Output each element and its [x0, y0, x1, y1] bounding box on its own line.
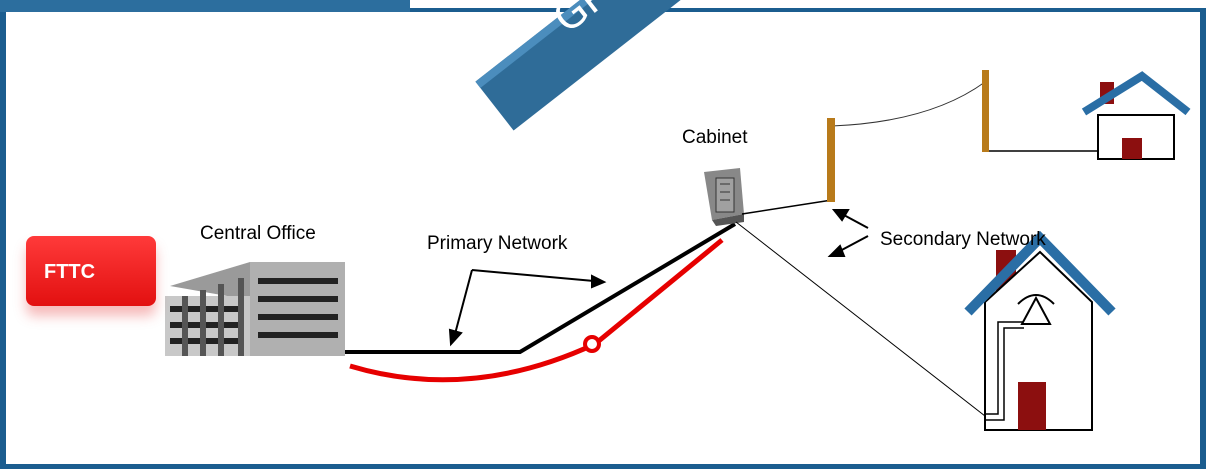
pole-2-icon: [982, 70, 989, 152]
cabinet-to-pole-wire: [741, 199, 833, 215]
cabinet-to-house-wire: [735, 221, 986, 417]
large-house-icon: [964, 230, 1116, 431]
primary-network-label: Primary Network: [427, 233, 568, 254]
cabinet-label: Cabinet: [682, 127, 748, 148]
central-office-label: Central Office: [200, 223, 316, 244]
frame-left: [0, 10, 6, 469]
primary-network-cable: [345, 222, 737, 354]
fttc-badge: FTTC: [26, 236, 156, 306]
secondary-network-label: Secondary Network: [880, 229, 1046, 250]
primary-network-arrows: [448, 269, 607, 347]
central-office-building-icon: [165, 262, 345, 356]
fiber-splice-icon: [583, 335, 601, 353]
fiber-cable: [349, 238, 724, 383]
secondary-network-arrows: [827, 209, 869, 257]
frame-right: [1200, 10, 1206, 469]
header-tab: [0, 0, 410, 12]
small-house-icon: [1081, 71, 1191, 160]
frame-top-line: [410, 8, 1206, 12]
cabinet-icon: [704, 168, 744, 226]
fttc-badge-label: FTTC: [44, 261, 96, 283]
pole-span-wire: [831, 81, 986, 127]
frame-bottom-line: [0, 464, 1206, 469]
ribbon: [475, 0, 695, 131]
pole-1-icon: [827, 118, 835, 202]
